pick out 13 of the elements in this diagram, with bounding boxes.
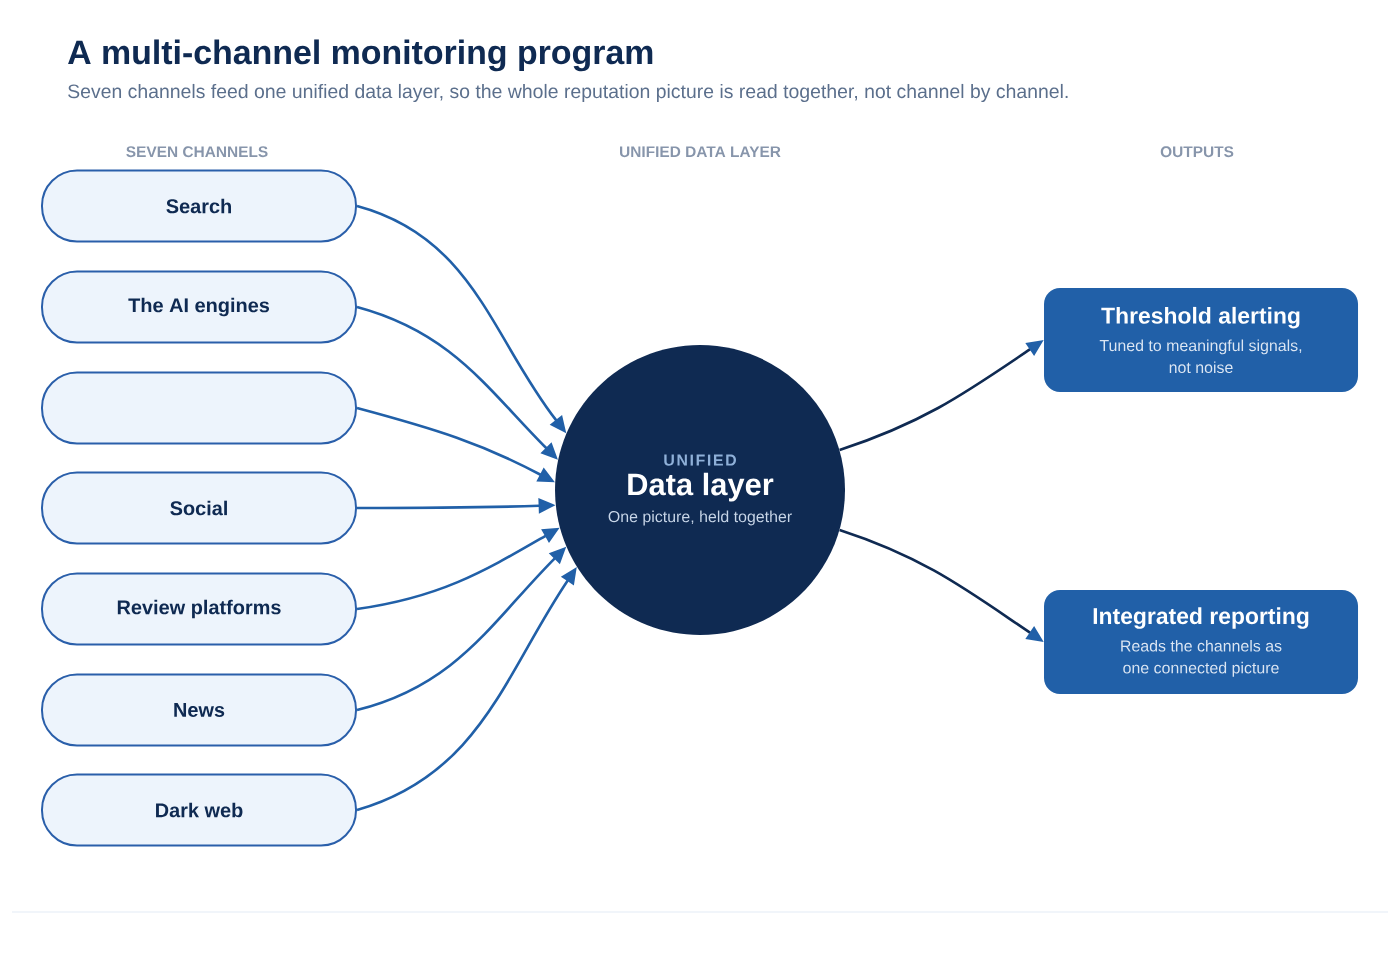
column-heading: UNIFIED DATA LAYER [620, 146, 781, 158]
channel-pill: News [41, 673, 357, 747]
channel-pill: Search [41, 169, 357, 243]
output-box: Integrated reporting Reads the channels as one connected picture [1044, 590, 1358, 694]
title: A multi-channel monitoring program [68, 39, 653, 72]
output-box: Threshold alerting Tuned to meaningful signals, not noise [1044, 288, 1358, 392]
channel-pill [41, 371, 357, 445]
channel-pill: Review platforms [41, 572, 357, 646]
channel-pill: Dark web [41, 773, 357, 847]
column-heading: OUTPUTS [1160, 146, 1234, 158]
channel-pill: The AI engines [41, 270, 357, 344]
subtitle: Seven channels feed one unified data layer, so the whole reputation picture is read together, not channel by channel. [68, 83, 1068, 103]
channel-pill: Social [41, 471, 357, 545]
